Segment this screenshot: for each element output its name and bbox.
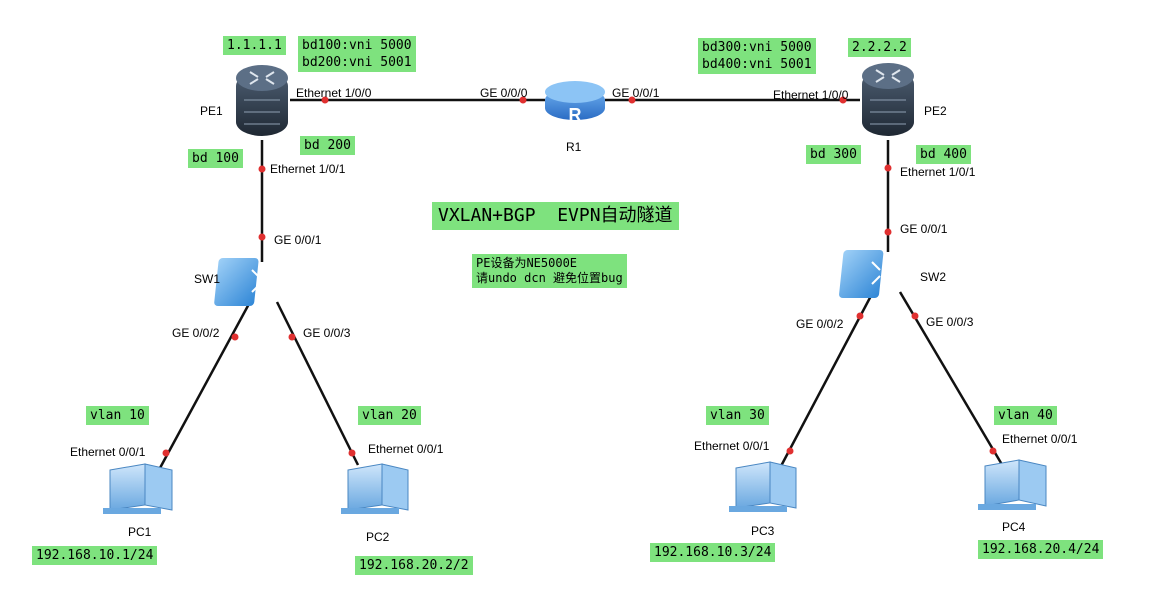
r1-router-icon[interactable]: R [545, 81, 605, 125]
sw2-port-left-label: GE 0/0/2 [796, 317, 844, 331]
sw1-name: SW1 [194, 272, 221, 286]
pc4-name: PC4 [1002, 520, 1026, 534]
port-dots [162, 96, 997, 457]
pe2-router-icon[interactable] [862, 63, 914, 136]
pe2-vni-1: bd300:vni 5000 [702, 40, 812, 55]
pe1-vni-2: bd200:vni 5001 [302, 55, 412, 70]
pe2-vni-block: bd300:vni 5000 bd400:vni 5001 [698, 38, 816, 74]
pc1-ip-tag: 192.168.10.1/24 [32, 546, 158, 565]
pc4-ip-tag: 192.168.20.4/24 [978, 540, 1104, 559]
pe1-port-down-label: Ethernet 1/0/1 [270, 162, 346, 176]
pc2-computer-icon[interactable] [341, 463, 409, 514]
port-dot [258, 165, 266, 173]
pc1-name: PC1 [128, 525, 152, 539]
pc3-ip-tag: 192.168.10.3/24 [650, 543, 776, 562]
pc4-port-label: Ethernet 0/0/1 [1002, 432, 1078, 446]
port-dot [288, 333, 296, 341]
pe1-bd-b-tag: bd 200 [300, 136, 355, 155]
pc4-computer-icon[interactable] [978, 459, 1047, 510]
pc3-port-label: Ethernet 0/0/1 [694, 439, 770, 453]
pe2-bd-b-tag: bd 400 [916, 145, 971, 164]
port-dot [348, 449, 356, 457]
pe2-loopback-tag: 2.2.2.2 [848, 38, 911, 57]
port-dot [162, 449, 170, 457]
diagram-title: VXLAN+BGP EVPN自动隧道 [432, 202, 679, 230]
pc3-computer-icon[interactable] [729, 461, 797, 512]
r1-port-right-label: GE 0/0/1 [612, 86, 660, 100]
sw1-port-left-label: GE 0/0/2 [172, 326, 220, 340]
note-line-1: PE设备为NE5000E [476, 256, 578, 270]
port-dot [884, 228, 892, 236]
pc1-port-label: Ethernet 0/0/1 [70, 445, 146, 459]
port-dot [231, 333, 239, 341]
sw2-name: SW2 [920, 270, 947, 284]
r1-port-left-label: GE 0/0/0 [480, 86, 528, 100]
pe1-vni-block: bd100:vni 5000 bd200:vni 5001 [298, 36, 416, 72]
pc2-vlan-tag: vlan 20 [358, 406, 421, 425]
link-sw1-pc1 [158, 301, 252, 469]
sw2-switch-icon[interactable] [839, 250, 893, 298]
pc3-vlan-tag: vlan 30 [706, 406, 769, 425]
pe2-port-down-label: Ethernet 1/0/1 [900, 165, 976, 179]
pc3-name: PC3 [751, 524, 775, 538]
r1-name: R1 [566, 140, 582, 154]
port-dot [519, 96, 527, 104]
pc1-vlan-tag: vlan 10 [86, 406, 149, 425]
pe1-vni-1: bd100:vni 5000 [302, 38, 412, 53]
link-sw2-pc4 [898, 291, 1006, 469]
port-dot [786, 447, 794, 455]
pc1-computer-icon[interactable] [103, 463, 173, 514]
pc2-name: PC2 [366, 530, 390, 544]
port-dot [258, 233, 266, 241]
pc2-ip-tag: 192.168.20.2/2 [355, 556, 473, 575]
pe2-name: PE2 [924, 104, 947, 118]
pc2-port-label: Ethernet 0/0/1 [368, 442, 444, 456]
pe1-port-up-label: Ethernet 1/0/0 [296, 86, 372, 100]
port-dot [856, 312, 864, 320]
pe2-bd-a-tag: bd 300 [806, 145, 861, 164]
port-dot [884, 164, 892, 172]
pe1-router-icon[interactable] [236, 65, 288, 136]
pe1-loopback-tag: 1.1.1.1 [223, 36, 286, 55]
pe2-vni-2: bd400:vni 5001 [702, 57, 812, 72]
link-sw1-pc2 [275, 301, 360, 466]
svg-text:R: R [569, 105, 582, 125]
pc4-vlan-tag: vlan 40 [994, 406, 1057, 425]
sw2-port-up-label: GE 0/0/1 [900, 222, 948, 236]
port-dot [911, 312, 919, 320]
port-dot [321, 96, 329, 104]
note-line-2: 请undo dcn 避免位置bug [476, 271, 623, 285]
sw1-switch-icon[interactable] [214, 258, 273, 306]
pe1-bd-a-tag: bd 100 [188, 149, 243, 168]
links [158, 98, 1006, 469]
sw1-port-up-label: GE 0/0/1 [274, 233, 322, 247]
port-dot [628, 96, 636, 104]
port-dot [989, 447, 997, 455]
sw1-port-right-label: GE 0/0/3 [303, 326, 351, 340]
sw2-port-right-label: GE 0/0/3 [926, 315, 974, 329]
port-dot [839, 96, 847, 104]
pe1-name: PE1 [200, 104, 223, 118]
link-sw2-pc3 [778, 291, 875, 469]
pe2-port-up-label: Ethernet 1/0/0 [773, 88, 849, 102]
